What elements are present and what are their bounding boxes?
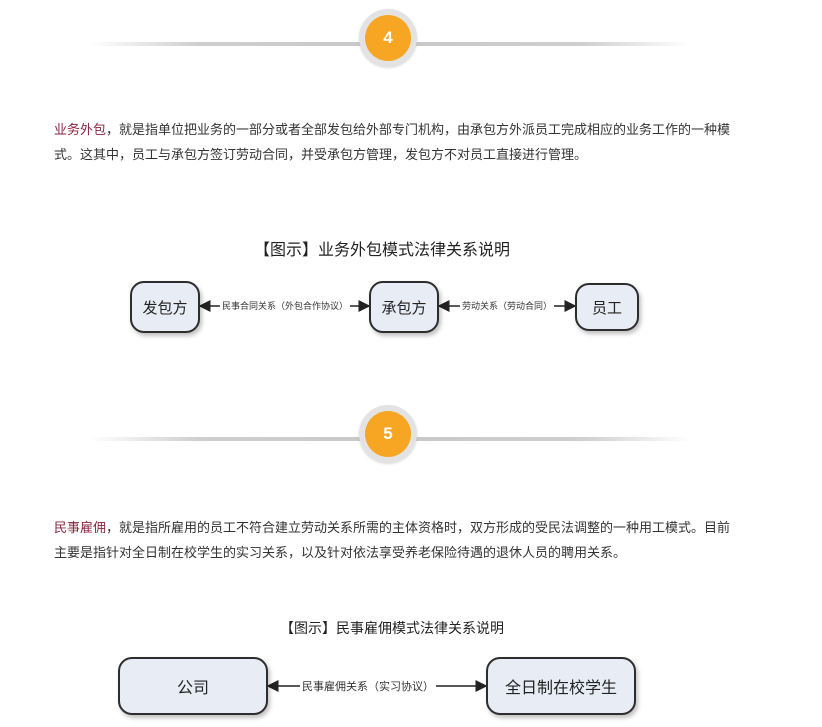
diagram-title: 【图示】民事雇佣模式法律关系说明 [280, 621, 504, 637]
term-highlight: 业务外包 [54, 123, 107, 138]
section-number-ring: 4 [359, 9, 417, 67]
paragraph-text: ，就是指所雇用的员工不符合建立劳动关系所需的主体资格时，双方形成的受民法调整的一… [54, 521, 731, 561]
section-number-ring: 5 [359, 405, 417, 463]
section-number-badge: 4 [365, 15, 411, 61]
section-paragraph: 业务外包，就是指单位把业务的一部分或者全部发包给外部专门机构，由承包方外派员工完… [54, 118, 734, 168]
relation-label: 劳动关系（劳动合同） [460, 299, 555, 312]
relation-label: 民事合同关系（外包合作协议） [220, 299, 351, 312]
term-highlight: 民事雇佣 [54, 521, 107, 536]
diagram-title: 【图示】业务外包模式法律关系说明 [254, 240, 511, 259]
relation-label: 民事雇佣关系（实习协议） [300, 678, 436, 694]
diagram-node: 承包方 [369, 281, 439, 333]
diagram-node: 发包方 [130, 281, 200, 333]
diagram-node: 公司 [118, 657, 268, 715]
diagram-node: 全日制在校学生 [486, 657, 636, 715]
diagram-node: 员工 [575, 283, 639, 331]
section-paragraph: 民事雇佣，就是指所雇用的员工不符合建立劳动关系所需的主体资格时，双方形成的受民法… [54, 516, 734, 566]
paragraph-text: ，就是指单位把业务的一部分或者全部发包给外部专门机构，由承包方外派员工完成相应的… [54, 123, 731, 163]
section-number-badge: 5 [365, 411, 411, 457]
